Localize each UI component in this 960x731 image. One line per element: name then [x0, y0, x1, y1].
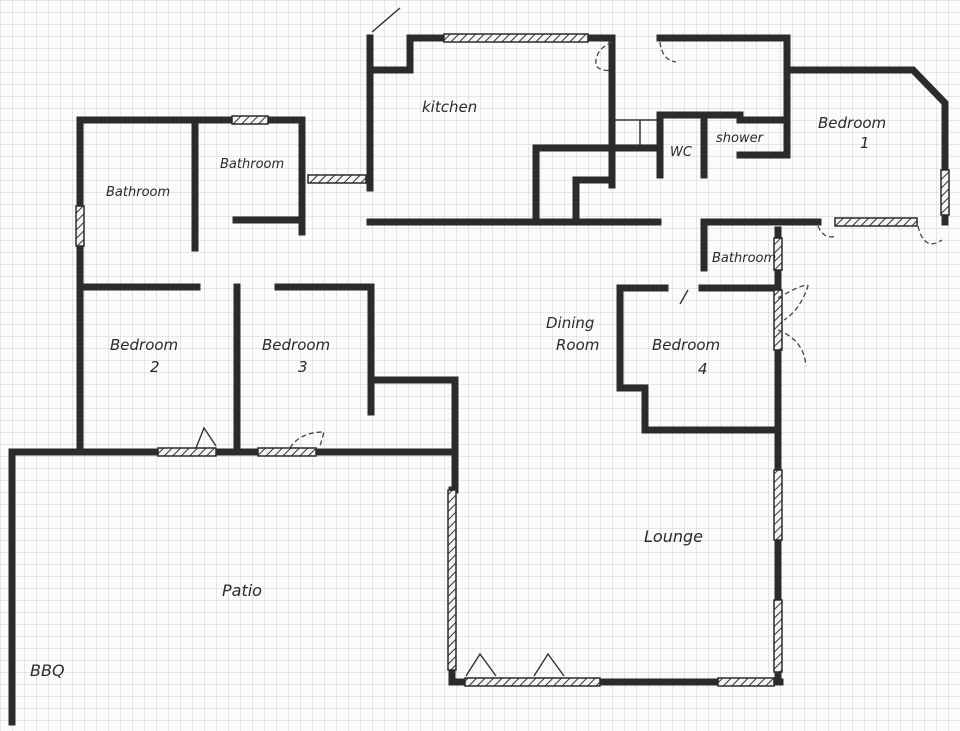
door-kitchen-north-swing: [595, 41, 613, 72]
window-kitchen-west: [307, 174, 367, 184]
door-bedroom4-swing: [777, 329, 807, 367]
door-lounge-slider-2: [533, 652, 565, 677]
window-bedroom1-east: [940, 169, 950, 216]
door-bedroom3-swing: [289, 431, 325, 449]
door-bedroom1-east-swing: [917, 225, 943, 245]
label-bedroom4: Bedroom: [652, 336, 720, 354]
label-bedroom4-number: 4: [698, 360, 708, 378]
window-bathroom-north: [231, 115, 269, 125]
window-lounge-east-1: [773, 469, 783, 541]
label-bedroom1-number: 1: [860, 134, 870, 152]
window-lounge-south-1: [464, 677, 601, 687]
window-kitchen-north: [443, 33, 589, 43]
label-bedroom2: Bedroom: [110, 336, 178, 354]
label-dining-room: Room: [556, 336, 599, 354]
label-kitchen: kitchen: [422, 98, 477, 116]
window-bathroom-west: [75, 205, 85, 247]
label-wc: WC: [670, 145, 693, 160]
door-bedroom2-leaf: [195, 426, 217, 449]
door-bathroom-right-swing: [777, 284, 809, 321]
window-lounge-east-2: [773, 599, 783, 673]
windows: [75, 33, 950, 687]
window-lounge-west: [447, 489, 457, 671]
window-bedroom1-south: [834, 217, 918, 227]
door-wc-swing: [659, 41, 677, 63]
window-bedroom3-south: [257, 447, 317, 457]
door-lounge-slider-1: [465, 652, 497, 677]
door-kitchen-corner: [371, 7, 401, 33]
window-lounge-south-2: [717, 677, 775, 687]
label-bbq: BBQ: [30, 661, 65, 680]
label-bathroom-left: Bathroom: [106, 185, 170, 200]
window-bedroom2-south: [157, 447, 217, 457]
doors: [195, 7, 943, 677]
label-bedroom3-number: 3: [298, 358, 308, 376]
label-bedroom1: Bedroom: [818, 114, 886, 132]
door-bedroom1-swing: [817, 225, 837, 238]
window-bedroom4-east: [773, 289, 783, 351]
label-bathroom-right: Bathroom: [712, 251, 776, 266]
label-bedroom3: Bedroom: [262, 336, 330, 354]
window-bathroom-right-east: [773, 237, 783, 271]
label-bedroom2-number: 2: [150, 358, 160, 376]
label-shower: shower: [716, 131, 765, 146]
label-dining: Dining: [546, 314, 594, 332]
label-patio: Patio: [222, 581, 262, 600]
label-lounge: Lounge: [644, 527, 703, 546]
door-bedroom4-entry: [679, 289, 689, 305]
label-bathroom-mid: Bathroom: [220, 157, 284, 172]
room-labels: kitchen WC shower Bedroom 1 Bathroom Bat…: [30, 98, 886, 680]
